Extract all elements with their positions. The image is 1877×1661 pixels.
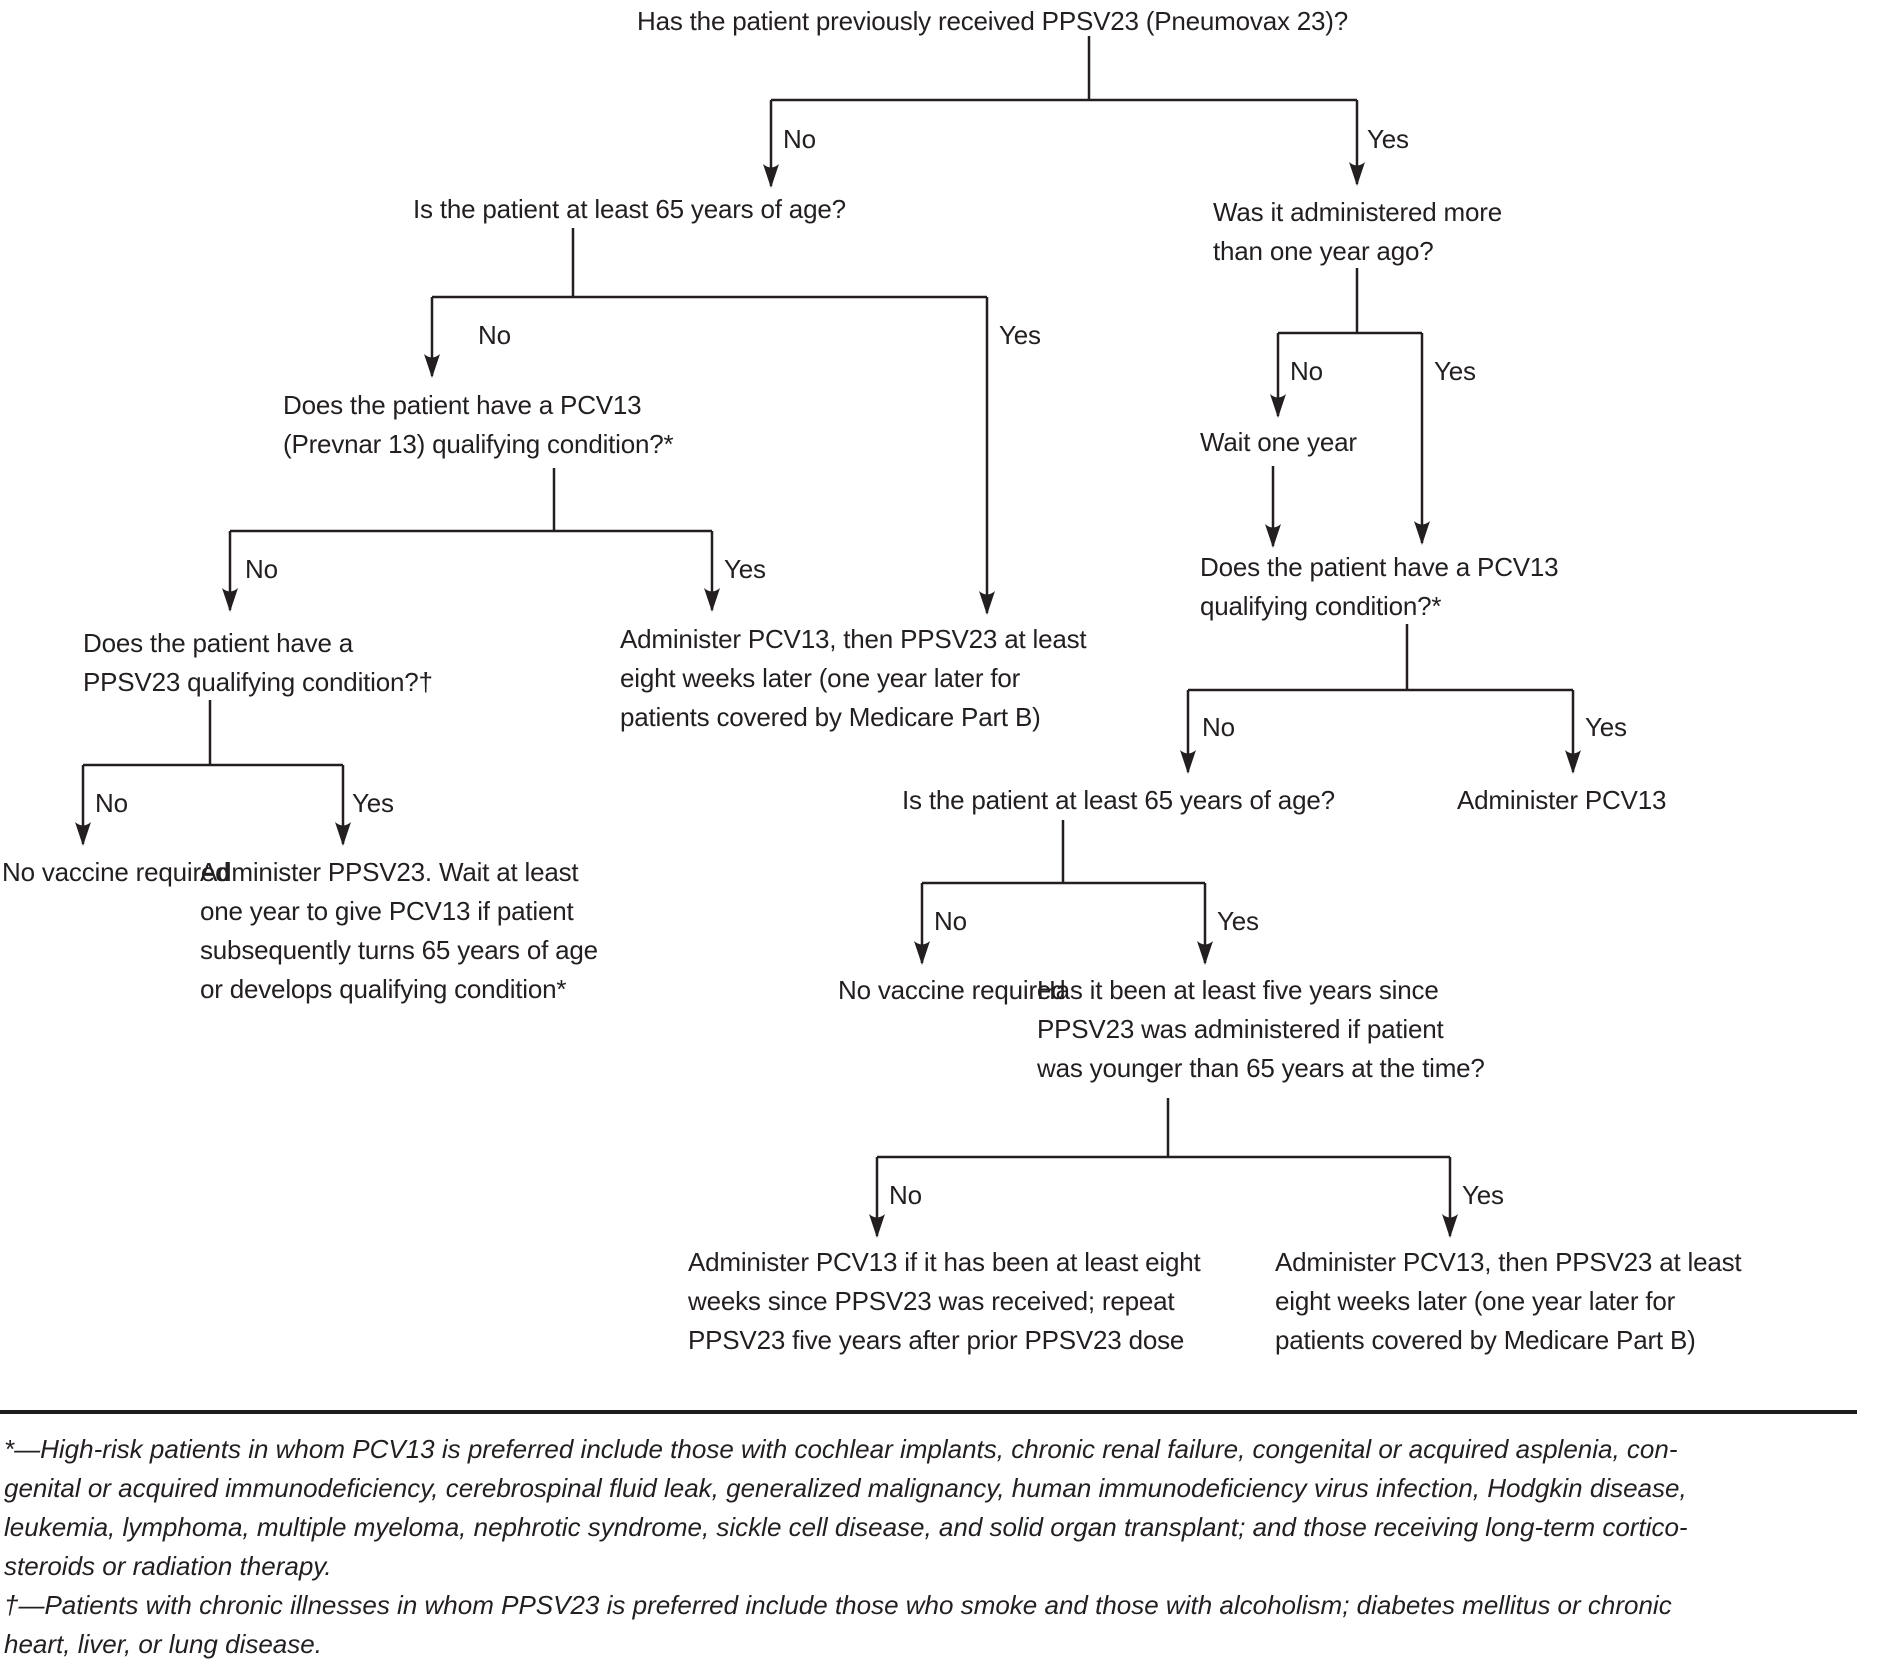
left-ppsv23-no-label: No	[95, 788, 128, 818]
left-question-age65: Is the patient at least 65 years of age?	[413, 194, 846, 224]
branch-bars	[83, 36, 1573, 1159]
left-ppsv23-yes-label: Yes	[352, 788, 394, 818]
right-outcome-pcv13-if-eight-weeks: Administer PCV13 if it has been at least…	[688, 1247, 1201, 1355]
left-question-pcv13-condition: Does the patient have a PCV13 (Prevnar 1…	[283, 390, 674, 459]
right-outcome-pcv13-then-ppsv23: Administer PCV13, then PPSV23 at least e…	[1275, 1247, 1742, 1355]
left-outcome-administer-ppsv23: Administer PPSV23. Wait at least one yea…	[200, 857, 598, 1004]
arrow-legs	[75, 100, 1581, 1238]
right-fiveyears-yes-label: Yes	[1462, 1180, 1504, 1210]
footnote-asterisk: *—High-risk patients in whom PCV13 is pr…	[4, 1434, 1688, 1581]
right-question-more-than-one-year: Was it administered more than one year a…	[1213, 197, 1502, 266]
branch1-yes-label: Yes	[1367, 124, 1409, 154]
left-outcome-pcv13-then-ppsv23: Administer PCV13, then PPSV23 at least e…	[620, 624, 1087, 732]
left-pcv13-no-label: No	[245, 554, 278, 584]
right-age65-no-label: No	[934, 906, 967, 936]
branch1-no-label: No	[783, 124, 816, 154]
right-year-yes-label: Yes	[1434, 356, 1476, 386]
right-pcv13-yes-label: Yes	[1585, 712, 1627, 742]
right-question-age65: Is the patient at least 65 years of age?	[902, 785, 1335, 815]
left-question-ppsv23-condition: Does the patient have a PPSV23 qualifyin…	[83, 628, 433, 697]
right-question-five-years: Has it been at least five years since PP…	[1037, 975, 1485, 1083]
right-fiveyears-no-label: No	[889, 1180, 922, 1210]
right-question-pcv13-condition: Does the patient have a PCV13 qualifying…	[1200, 552, 1559, 621]
right-pcv13-no-label: No	[1202, 712, 1235, 742]
right-age65-yes-label: Yes	[1217, 906, 1259, 936]
left-pcv13-yes-label: Yes	[724, 554, 766, 584]
left-age65-yes-label: Yes	[999, 320, 1041, 350]
right-outcome-administer-pcv13: Administer PCV13	[1457, 785, 1667, 815]
root-question: Has the patient previously received PPSV…	[637, 6, 1349, 36]
right-year-no-label: No	[1290, 356, 1323, 386]
left-outcome-no-vaccine: No vaccine required	[2, 857, 230, 887]
right-outcome-no-vaccine: No vaccine required	[838, 975, 1066, 1005]
left-age65-no-label: No	[478, 320, 511, 350]
right-step-wait-one-year: Wait one year	[1200, 427, 1357, 457]
footnote-dagger: †—Patients with chronic illnesses in who…	[4, 1590, 1672, 1659]
